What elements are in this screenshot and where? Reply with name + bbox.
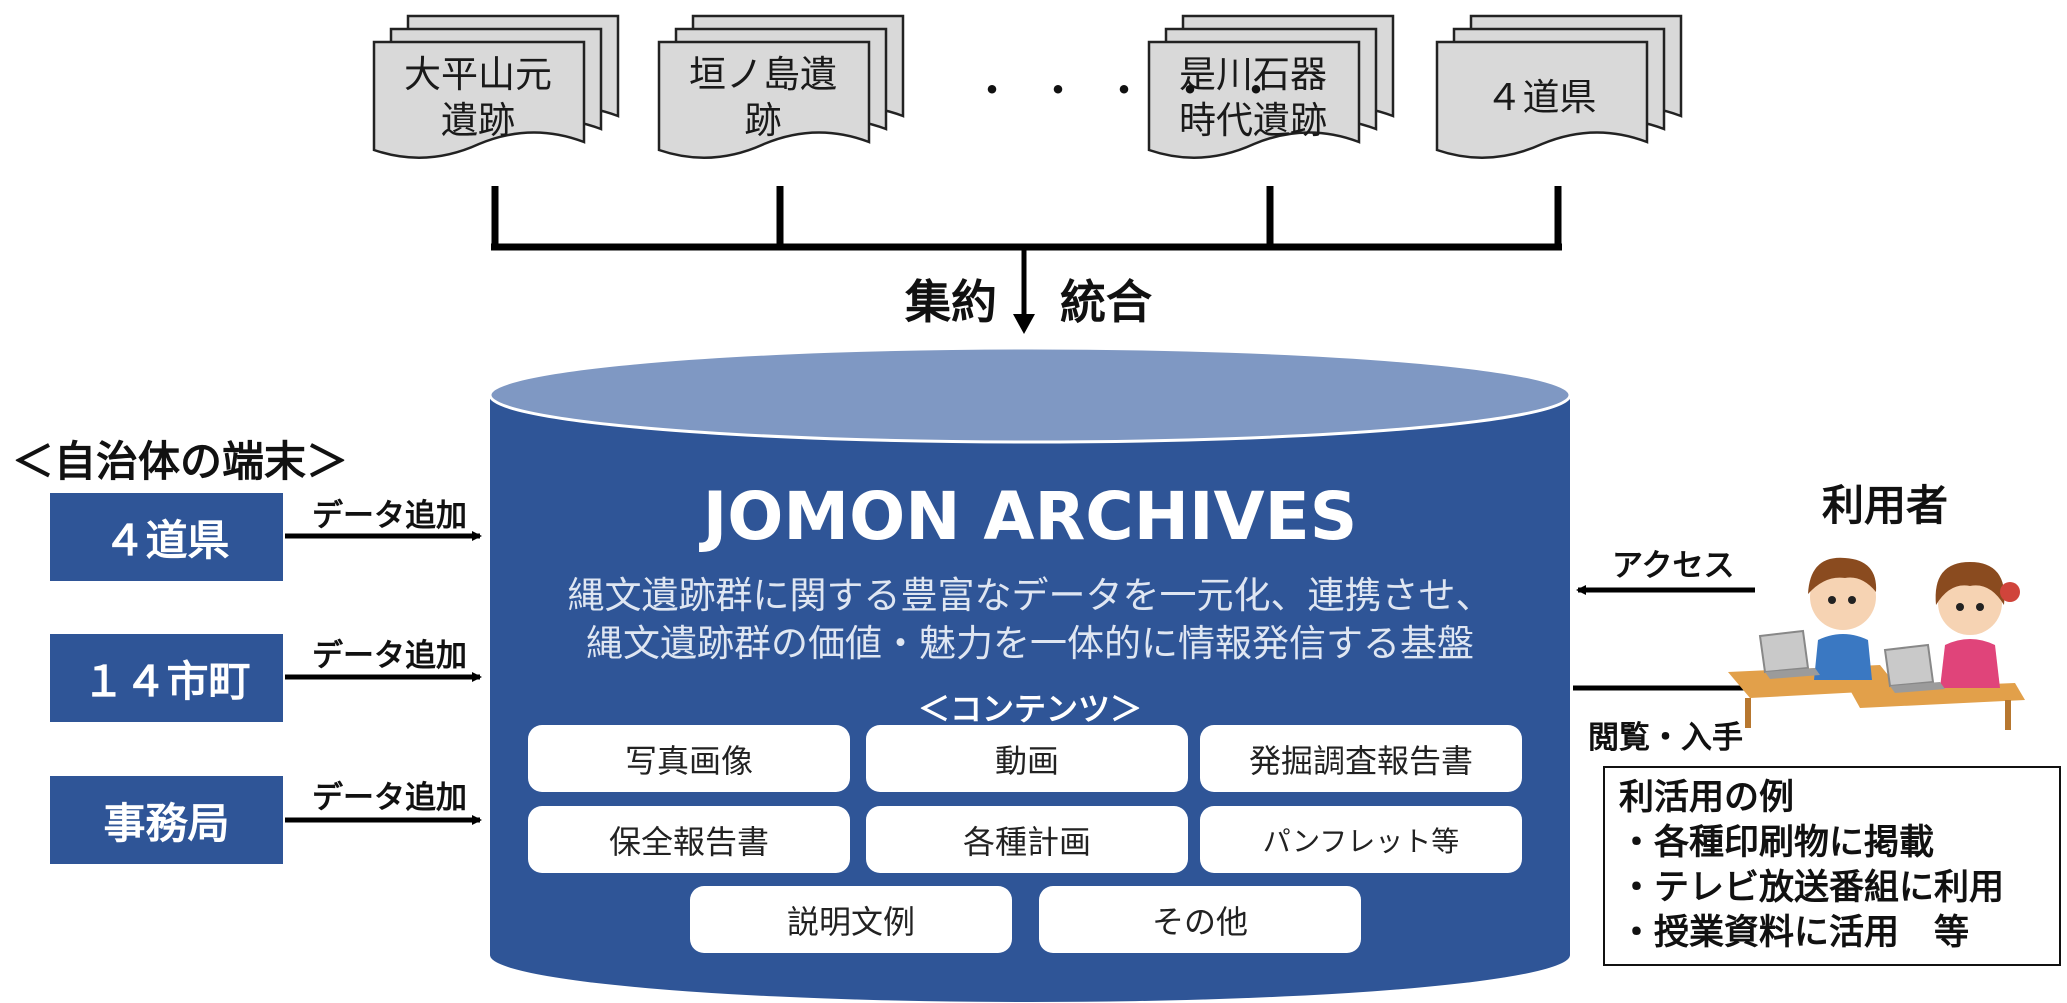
usage-examples-box: 利活用の例 ・各種印刷物に掲載 ・テレビ放送番組に利用 ・授業資料に活用 等 [1603, 766, 2061, 966]
content-pill-other: その他 [1039, 886, 1361, 953]
usage-item: ・テレビ放送番組に利用 [1619, 868, 2005, 908]
users-illustration [1728, 557, 2025, 730]
database-subtitle-line: 縄文遺跡群の価値・魅力を一体的に情報発信する基盤 [586, 622, 1474, 665]
usage-item: ・授業資料に活用 等 [1619, 913, 1970, 953]
database-cylinder [488, 346, 1572, 1002]
ellipsis: ・・・・・ [972, 68, 1302, 114]
source-doc-label: 垣ノ島遺 跡 [689, 53, 837, 142]
database-subtitle: 縄文遺跡群に関する豊富なデータを一元化、連携させ、 縄文遺跡群の価値・魅力を一体… [490, 572, 1570, 668]
terminal-arrows [285, 531, 482, 825]
terminals-title: ＜自治体の端末＞ [12, 437, 349, 486]
user-arrows [1573, 585, 1757, 693]
content-pill-plans: 各種計画 [866, 806, 1188, 873]
content-pill-conservation-reports: 保全報告書 [528, 806, 850, 873]
access-label: アクセス [1612, 548, 1735, 584]
content-pill-videos: 動画 [866, 725, 1188, 792]
aggregate-label: 集約 [905, 275, 997, 329]
document-stack-icon [1147, 14, 1395, 159]
browse-label: 閲覧・入手 [1588, 720, 1743, 756]
database-title: JOMON ARCHIVES [702, 478, 1358, 555]
usage-item: ・各種印刷物に掲載 [1619, 823, 1935, 863]
document-stack-icon [372, 14, 620, 159]
content-pill-photos: 写真画像 [528, 725, 850, 792]
content-pill-pamphlets: パンフレット等 [1200, 806, 1522, 873]
source-doc-label: 大平山元 遺跡 [404, 53, 552, 142]
document-stacks [372, 14, 1683, 159]
terminal-box-secretariat: 事務局 [50, 776, 283, 864]
database-subtitle-line: 縄文遺跡群に関する豊富なデータを一元化、連携させ、 [567, 574, 1493, 617]
document-stack-icon [1435, 14, 1683, 159]
terminal-box-prefectures: ４道県 [50, 493, 283, 581]
user-title: 利用者 [1822, 481, 1949, 530]
data-add-label: データ追加 [312, 638, 467, 674]
data-add-label: データ追加 [312, 498, 467, 534]
data-add-label: データ追加 [312, 780, 467, 816]
source-doc-label: ４道県 [1485, 76, 1597, 119]
source-doc-label: 是川石器 時代遺跡 [1179, 53, 1327, 142]
contents-title: ＜コンテンツ＞ [917, 690, 1142, 728]
aggregation-connector [491, 186, 1562, 318]
content-pill-excavation-reports: 発掘調査報告書 [1200, 725, 1522, 792]
content-pill-sample-texts: 説明文例 [690, 886, 1012, 953]
usage-title: 利活用の例 [1619, 778, 1795, 818]
aggregation-arrowhead [1013, 314, 1035, 334]
terminal-box-municipalities: １４市町 [50, 634, 283, 722]
integrate-label: 統合 [1060, 275, 1152, 329]
document-stack-icon [657, 14, 905, 159]
